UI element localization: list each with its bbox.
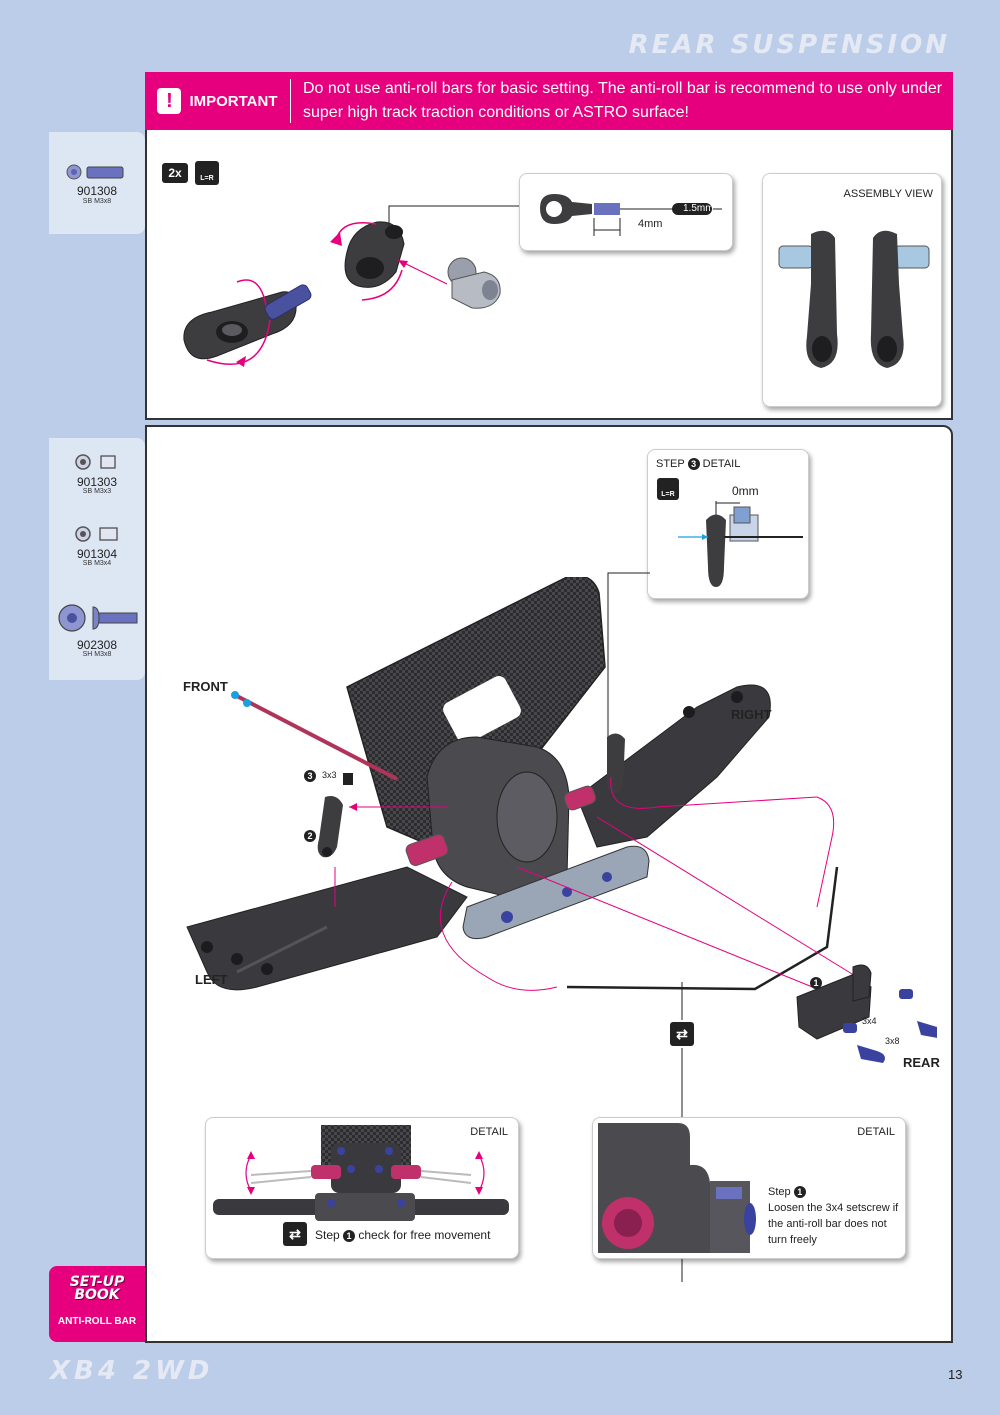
detail-left-note: check for free movement [358, 1228, 491, 1242]
step3-leader-line [607, 572, 650, 745]
lr-symmetric-icon: L=R [195, 161, 219, 185]
setscrew-3x4-icon [75, 526, 118, 542]
assembly-view-callout: ASSEMBLY VIEW [762, 173, 942, 407]
product-logo: XB4 2WD [50, 1356, 214, 1386]
part-number: 902308 [76, 638, 118, 652]
button-head-screw-icon [66, 164, 124, 180]
lr-label: L=R [200, 175, 214, 182]
callout-leader-line [388, 205, 519, 236]
step3-detail-drawing [678, 501, 803, 587]
rear-label: REAR [903, 1055, 940, 1070]
free-movement-icon: ⇄ [670, 1022, 694, 1046]
step-number: 1 [793, 1186, 806, 1198]
screw-3x3-label: 3x3 [322, 770, 337, 780]
detail-step-number: 3 [687, 458, 700, 470]
detail-left-title: DETAIL [470, 1126, 508, 1138]
step-word: Step [768, 1186, 791, 1198]
screw-3x4-label: 3x4 [862, 1016, 877, 1026]
step-number: 1 [343, 1230, 356, 1242]
part-desc: SH M3x8 [82, 651, 112, 658]
setup-book-tab: SET-UP BOOK ANTI-ROLL BAR [49, 1266, 145, 1342]
detail-left-callout: DETAIL ⇄ Step 1 [205, 1117, 519, 1259]
thread-size-label: 1.5mm [683, 203, 714, 214]
page-number: 13 [948, 1367, 963, 1382]
detail-suffix: DETAIL [702, 458, 741, 470]
part-number: 901308 [76, 184, 118, 198]
zero-mm-label: 0mm [732, 484, 759, 498]
thread-depth-callout: 1.5mm 4mm [519, 173, 733, 251]
socket-head-screw-icon [58, 604, 138, 632]
detail-right-callout: DETAIL Step 1 Loosen the 3x4 setscrew if… [592, 1117, 906, 1259]
step2-marker: 2 [304, 830, 316, 842]
detail-left-text: Step 1 check for free movement [315, 1228, 490, 1242]
setup-book-subtitle: ANTI-ROLL BAR [57, 1316, 137, 1327]
step3-marker: 3 [304, 770, 316, 782]
important-banner: ! IMPORTANT Do not use anti-roll bars fo… [145, 72, 953, 130]
part-number: 901303 [76, 475, 118, 489]
assembly-view-label: ASSEMBLY VIEW [843, 188, 933, 200]
free-movement-drawing [213, 1125, 509, 1221]
lr-symmetric-icon: L=R [657, 478, 679, 500]
detail-step-word: STEP [656, 458, 685, 470]
setscrew-detail-drawing [598, 1123, 756, 1253]
quantity-badge: 2x [162, 163, 188, 183]
part-desc: SB M3x4 [82, 560, 112, 567]
parts-card-bottom: 901303 SB M3x3 901304 SB M3x4 902308 SH … [49, 438, 145, 680]
lr-label: L=R [661, 491, 675, 498]
important-label-group: ! IMPORTANT [145, 88, 290, 114]
step3-detail-callout: STEP 3 DETAIL L=R 0mm [647, 449, 809, 599]
step1-panel: 2x L=R 1.5mm [145, 130, 953, 420]
ball-cup-assembly-drawing [183, 221, 501, 367]
part-number: 901304 [76, 547, 118, 561]
setup-title-line: SET-UP [69, 1274, 125, 1290]
important-text: Do not use anti-roll bars for basic sett… [303, 80, 943, 121]
step2-panel: STEP 3 DETAIL L=R 0mm [145, 425, 953, 1343]
right-label: RIGHT [731, 707, 772, 722]
detail-right-line: the anti-roll bar does not [768, 1218, 887, 1230]
detail-right-title: DETAIL [857, 1126, 895, 1138]
left-label: LEFT [195, 972, 228, 987]
detail-right-line: turn freely [768, 1234, 817, 1246]
assembly-view-drawing [778, 230, 930, 368]
important-divider [290, 79, 291, 123]
setscrew-3x3-icon [75, 454, 116, 470]
depth-label: 4mm [638, 218, 663, 230]
exclamation-icon: ! [157, 88, 182, 114]
parts-card-top: 901308 SB M3x8 [49, 132, 145, 234]
screw-3x8-label: 3x8 [885, 1036, 900, 1046]
page-title: REAR SUSPENSION [628, 30, 950, 60]
step1-marker: 1 [810, 977, 822, 989]
detail-right-line: Loosen the 3x4 setscrew if [768, 1202, 899, 1214]
ball-cup-side-drawing [540, 194, 722, 236]
setup-book-title: SET-UP BOOK [49, 1274, 145, 1303]
free-movement-icon: ⇄ [283, 1222, 307, 1246]
front-label: FRONT [183, 679, 228, 694]
step3-detail-title: STEP 3 DETAIL [656, 458, 740, 470]
rear-suspension-assembly-drawing [186, 577, 937, 1063]
step-word: Step [315, 1228, 340, 1242]
setup-title-line: BOOK [74, 1287, 120, 1303]
important-label: IMPORTANT [189, 92, 278, 110]
part-desc: SB M3x3 [82, 488, 112, 495]
detail-right-text: Step 1 Loosen the 3x4 setscrew if the an… [768, 1184, 898, 1248]
part-desc: SB M3x8 [82, 198, 112, 205]
